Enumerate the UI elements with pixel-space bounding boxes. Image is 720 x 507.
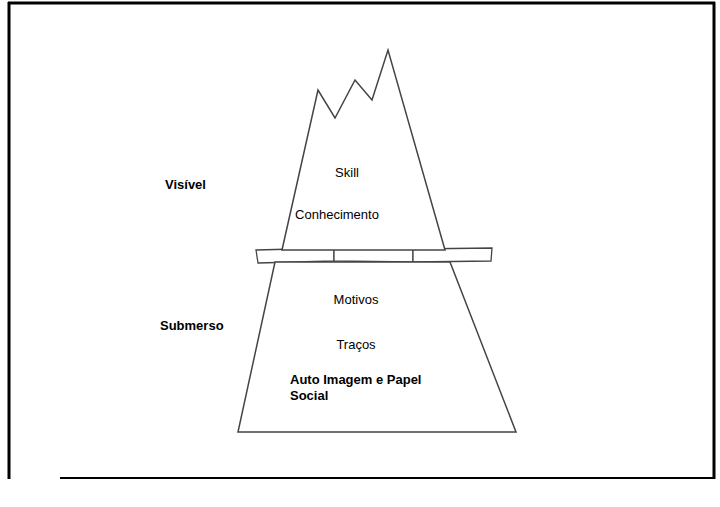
frame-line [60,477,715,479]
iceberg-shape [282,50,445,250]
zone-label: Visível [165,177,206,193]
iceberg-text: Skill [335,165,359,181]
iceberg-submerged-part: MotivosTraçosAuto Imagem e Papel Social [236,262,518,434]
iceberg-text: Conhecimento [295,207,379,223]
frame-line [713,2,716,479]
iceberg-outline [236,262,518,434]
iceberg-text: Motivos [334,292,379,308]
iceberg-text: Traços [336,337,375,353]
frame-line [8,2,715,5]
zone-label: Submerso [160,318,224,334]
frame-line [8,2,11,479]
iceberg-visible-part: SkillConhecimento [280,45,450,250]
iceberg-text: Auto Imagem e Papel Social [290,372,440,404]
iceberg-shape [238,262,516,432]
